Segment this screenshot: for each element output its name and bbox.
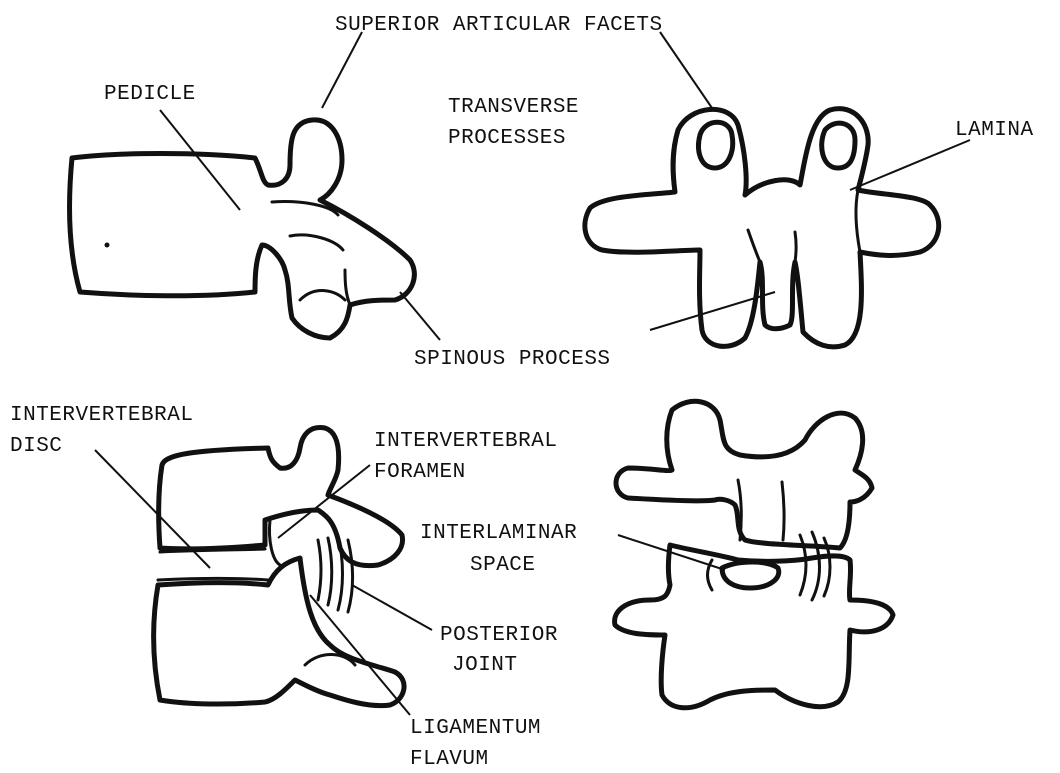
right-transverse-contour	[856, 190, 860, 252]
spinous-contour-right	[782, 482, 784, 540]
articular-process-lower	[269, 520, 280, 565]
leader-spinous-right	[650, 292, 775, 330]
label-posterior-joint-line2: JOINT	[452, 654, 518, 677]
leader-superior-facets-left	[322, 32, 362, 108]
vertebral-body-outline	[70, 120, 415, 338]
disc-bottom-line	[158, 579, 268, 581]
label-transverse-processes-line1: TRANSVERSE	[448, 96, 579, 119]
label-intervertebral-disc-line2: DISC	[10, 435, 62, 458]
inferior-facet-contour	[300, 291, 345, 300]
posterior-vertebrae-bottom	[615, 401, 893, 708]
posterior-vertebra-outline	[585, 109, 939, 347]
right-facet-ring	[822, 123, 855, 168]
label-ligamentum-flavum-line2: FLAVUM	[410, 748, 489, 771]
leader-posterior-joint	[352, 585, 432, 630]
lateral-vertebra-top	[70, 120, 415, 338]
lamina-contour-right	[795, 232, 796, 262]
label-ligamentum-flavum-line1: LIGAMENTUM	[410, 717, 541, 740]
posterior-joint-lines	[318, 536, 353, 612]
leader-superior-facets-right	[660, 32, 712, 108]
label-spinous-process: SPINOUS PROCESS	[414, 348, 611, 371]
label-intervertebral-disc-line1: INTERVERTEBRAL	[10, 404, 193, 427]
label-intervertebral-foramen-line2: FORAMEN	[374, 461, 466, 484]
ligamentum-lines-right	[800, 532, 830, 600]
leader-intervertebral-foramen	[278, 465, 370, 538]
lower-posterior-outline	[615, 545, 893, 708]
label-intervertebral-foramen-line1: INTERVERTEBRAL	[374, 430, 557, 453]
upper-body-outline	[159, 427, 403, 565]
label-pedicle: PEDICLE	[104, 83, 196, 106]
leader-pedicle	[160, 110, 240, 210]
label-transverse-processes-line2: PROCESSES	[448, 127, 566, 150]
label-posterior-joint-line1: POSTERIOR	[440, 624, 558, 647]
leader-spinous-left	[400, 292, 440, 340]
upper-posterior-outline	[616, 401, 872, 548]
posterior-vertebra-top	[585, 109, 939, 347]
left-facet-ring	[699, 122, 733, 168]
leader-intervertebral-disc	[95, 450, 210, 568]
label-interlaminar-space-line2: SPACE	[470, 554, 536, 577]
label-interlaminar-space-line1: INTERLAMINAR	[420, 522, 577, 545]
labels: SUPERIOR ARTICULAR FACETS PEDICLE TRANSV…	[10, 14, 1034, 771]
interlaminar-space-outline	[722, 562, 779, 588]
lamina-contour-left	[748, 230, 760, 262]
facet-contour	[290, 235, 343, 250]
label-superior-articular-facets: SUPERIOR ARTICULAR FACETS	[335, 14, 663, 37]
artifact-dot	[105, 243, 110, 248]
label-lamina: LAMINA	[955, 119, 1034, 142]
